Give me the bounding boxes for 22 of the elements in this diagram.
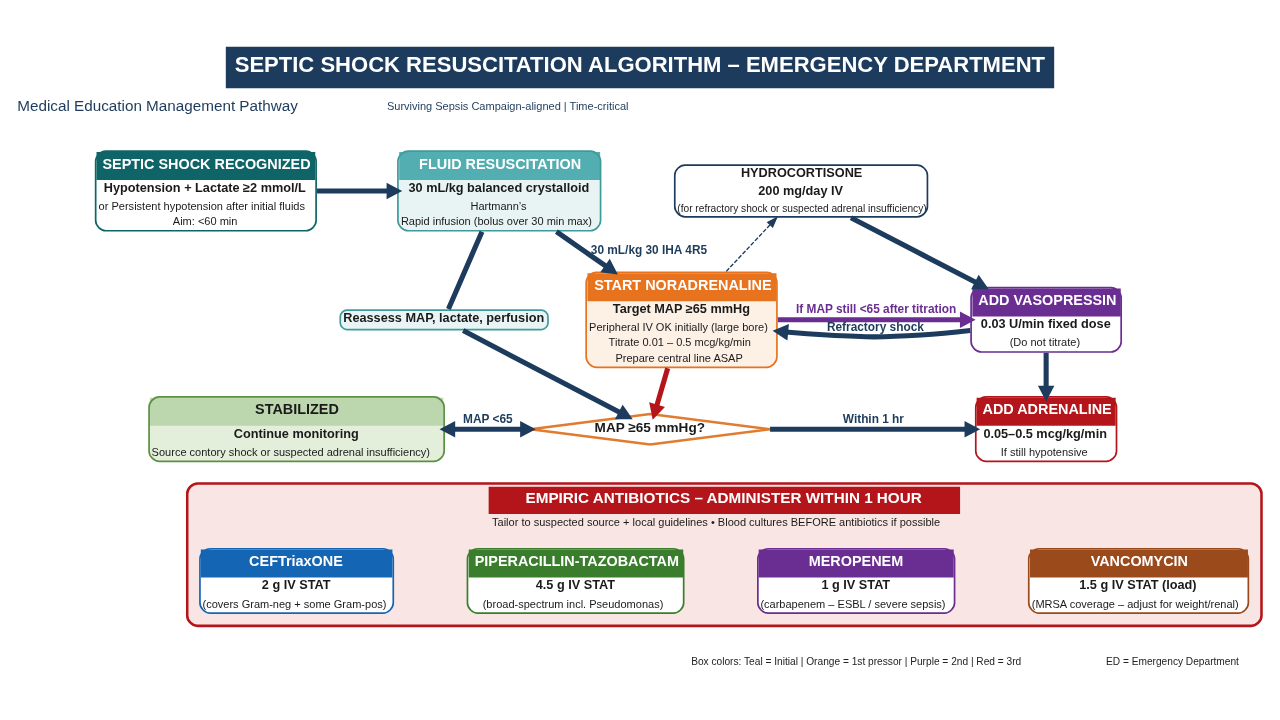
edge-label: Refractory shock xyxy=(826,319,924,334)
arrow xyxy=(777,311,976,328)
arrow xyxy=(462,327,633,419)
diagram-title: SEPTIC SHOCK RESUSCITATION ALGORITHM – EMERGENCY DEPARTMENT xyxy=(234,51,1046,77)
arrow xyxy=(772,323,971,340)
edge-label: If MAP still <65 after titration xyxy=(796,301,957,316)
arrow xyxy=(849,214,989,289)
arrow xyxy=(770,420,981,437)
label: ED = Emergency Department xyxy=(1106,655,1239,667)
label: Medical Education Management Pathway xyxy=(17,96,298,114)
arrow xyxy=(439,420,536,437)
arrow xyxy=(725,215,779,272)
arrow xyxy=(1037,352,1055,401)
arrow xyxy=(554,229,618,275)
connector xyxy=(446,230,485,310)
arrow xyxy=(649,367,671,420)
label: Box colors: Teal = Initial | Orange = 1st pressor | Purple = 2nd | Red = 3rd xyxy=(691,655,1022,667)
arrow xyxy=(317,182,403,199)
edge-label: MAP <65 xyxy=(463,411,513,426)
edge-label: Within 1 hr xyxy=(842,411,904,426)
edge-label: 30 mL/kg 30 IHA 4R5 xyxy=(590,242,708,257)
label: Surviving Sepsis Campaign-aligned | Time-critical xyxy=(386,99,629,112)
